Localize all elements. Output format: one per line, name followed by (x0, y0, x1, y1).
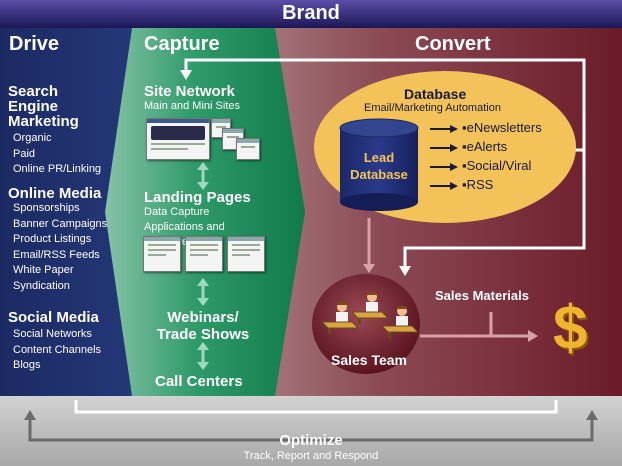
online-media-heading: Online Media (8, 185, 102, 202)
list-item: Email/RSS Feeds (13, 248, 100, 261)
sales-team-label: Sales Team (331, 352, 408, 368)
site-network-heading: Site Network (144, 83, 235, 100)
webpage-thumbnail-icon (227, 236, 265, 272)
database-sub: Email/Marketing Automation (364, 102, 501, 114)
lead-database-label: Lead Database (350, 150, 408, 182)
webpage-thumbnail-icon (143, 236, 181, 272)
optimize-title: Optimize (279, 432, 343, 449)
list-item: Sponsorships (13, 202, 80, 214)
list-item: Organic (13, 132, 52, 144)
sem-list: Organic Paid Online PR/Linking (13, 131, 101, 178)
list-item: White Paper Syndication (13, 264, 74, 292)
site-network-sub: Main and Mini Sites (144, 100, 240, 112)
convert-title: Convert (415, 33, 491, 55)
webpage-thumbnail-icon (236, 138, 260, 160)
optimize-sub: Track, Report and Respond (243, 450, 379, 462)
output-ealerts: ▪eAlerts (462, 139, 508, 154)
list-item: Product Listings (13, 233, 92, 245)
brand-title: Brand (282, 2, 340, 24)
list-item: Blogs (13, 359, 41, 371)
list-item: Banner Campaigns (13, 217, 108, 230)
webpage-thumbnail-icon (185, 236, 223, 272)
social-media-list: Social Networks Content Channels Blogs (13, 327, 101, 374)
list-item: Content Channels (13, 343, 102, 356)
landing-pages-heading: Landing Pages (144, 189, 251, 206)
social-media-heading: Social Media (8, 309, 99, 326)
online-media-list: Sponsorships Banner Campaigns Product Li… (13, 201, 107, 294)
webpage-thumbnail-icon (146, 118, 210, 160)
list-item: Paid (13, 147, 36, 160)
output-social-viral: ▪Social/Viral (462, 158, 532, 173)
dollar-sign-icon: $ (553, 294, 588, 363)
sales-materials-label: Sales Materials (435, 288, 529, 303)
sem-heading: Search Engine Marketing (8, 83, 79, 130)
person-at-desk-icon (382, 306, 418, 338)
capture-title: Capture (144, 33, 220, 55)
call-centers-heading: Call Centers (155, 373, 243, 390)
database-heading: Database (404, 86, 467, 102)
list-item: Social Networks (13, 328, 92, 340)
output-rss: ▪RSS (462, 177, 494, 192)
drive-title: Drive (9, 33, 60, 55)
person-at-desk-icon (352, 292, 388, 324)
webinars-heading: Webinars/ Trade Shows (156, 309, 250, 343)
list-item: Online PR/Linking (13, 163, 102, 175)
output-enewsletters: ▪eNewsletters (462, 120, 542, 135)
person-at-desk-icon (322, 302, 358, 334)
